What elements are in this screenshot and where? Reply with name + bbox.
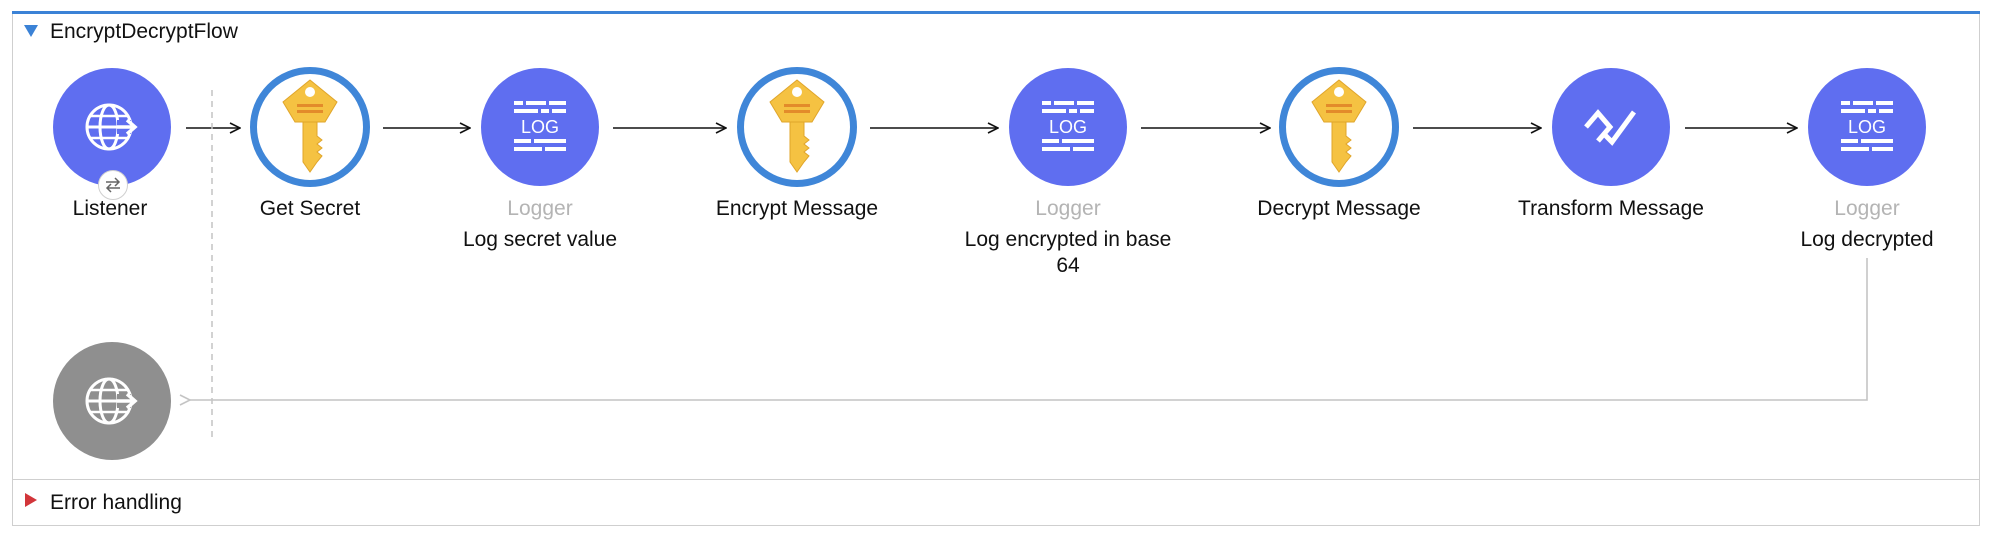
key-icon <box>282 79 338 173</box>
log-icon: LOG <box>1841 101 1893 151</box>
node-logger-1[interactable]: LOG <box>481 68 599 186</box>
collapse-triangle-icon[interactable] <box>24 25 38 37</box>
node-get-secret[interactable] <box>250 67 370 187</box>
svg-text:LOG: LOG <box>1049 117 1087 137</box>
node-logger-3-title: Logger <box>1834 197 1900 220</box>
node-transform-message-title: Transform Message <box>1518 197 1704 220</box>
node-decrypt-message[interactable] <box>1279 67 1399 187</box>
error-handling-divider <box>12 479 1980 480</box>
node-transform-message[interactable] <box>1552 68 1670 186</box>
log-icon: LOG <box>514 101 566 151</box>
node-decrypt-message-title: Decrypt Message <box>1257 197 1421 220</box>
node-logger-3-subtitle: Log decrypted <box>1800 228 1934 251</box>
node-encrypt-message-title: Encrypt Message <box>715 197 879 220</box>
transform-icon <box>1584 109 1637 146</box>
error-handling-label[interactable]: Error handling <box>50 491 182 514</box>
node-logger-1-title: Logger <box>507 197 573 220</box>
node-logger-1-subtitle: Log secret value <box>462 228 618 251</box>
node-listener-title: Listener <box>72 197 148 220</box>
node-listener[interactable] <box>53 68 171 186</box>
log-icon: LOG <box>1042 101 1094 151</box>
flow-title[interactable]: EncryptDecryptFlow <box>50 20 238 43</box>
svg-text:LOG: LOG <box>1848 117 1886 137</box>
flow-selected-bar <box>12 11 1980 14</box>
response-path <box>190 258 1868 400</box>
key-icon <box>1311 79 1367 173</box>
node-encrypt-message[interactable] <box>737 67 857 187</box>
node-response[interactable] <box>53 342 171 460</box>
globe-arrow-icon <box>85 377 138 425</box>
node-get-secret-title: Get Secret <box>259 197 361 220</box>
node-logger-3[interactable]: LOG <box>1808 68 1926 186</box>
node-logger-2[interactable]: LOG <box>1009 68 1127 186</box>
key-icon <box>769 79 825 173</box>
svg-text:LOG: LOG <box>521 117 559 137</box>
globe-arrow-icon <box>85 103 138 151</box>
node-logger-2-subtitle: Log encrypted in base 64 <box>964 228 1172 277</box>
swap-arrows-icon <box>98 170 128 200</box>
expand-triangle-icon[interactable] <box>25 493 37 507</box>
node-logger-2-title: Logger <box>1035 197 1101 220</box>
